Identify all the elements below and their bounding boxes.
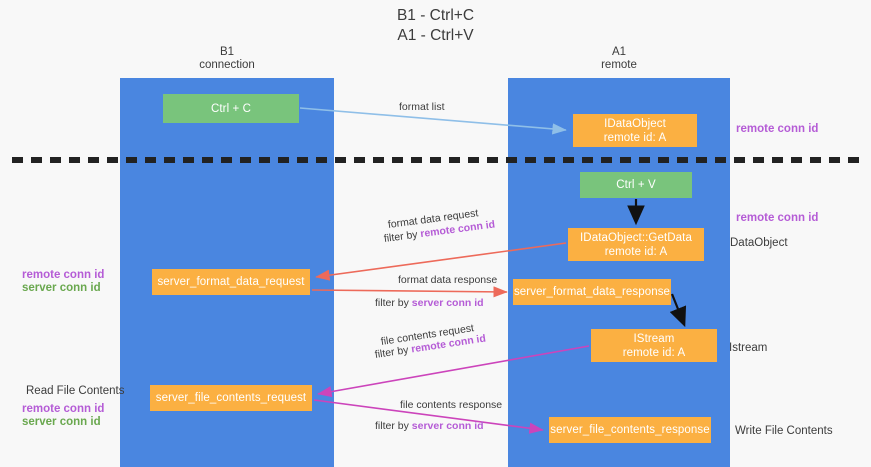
node-ctrl-v[interactable]: Ctrl + V bbox=[580, 172, 692, 198]
annotation-right-write-file-contents: Write File Contents bbox=[735, 425, 833, 437]
annotation-left-remote-conn-id-mid: remote conn id bbox=[22, 269, 105, 281]
edge-label-format-data-response: format data response bbox=[398, 274, 498, 286]
filter-prefix: filter by bbox=[375, 297, 412, 309]
edge-label-format-data-response-filter: filter by server conn id bbox=[375, 297, 484, 310]
annotation-right-istream: Istream bbox=[729, 342, 768, 354]
node-server-file-contents-response[interactable]: server_file_contents_response bbox=[549, 417, 711, 443]
annotation-right-remote-conn-id-mid: remote conn id bbox=[736, 212, 819, 224]
node-server-file-contents-request[interactable]: server_file_contents_request bbox=[150, 385, 312, 411]
annotation-left-read-file-contents: Read File Contents bbox=[26, 385, 125, 397]
node-idataobject-getdata[interactable]: IDataObject::GetData remote id: A bbox=[568, 228, 704, 261]
lane-header-a1: A1 remote bbox=[601, 46, 637, 71]
annotation-left-server-conn-id-bottom: server conn id bbox=[22, 416, 101, 428]
filter-key: server conn id bbox=[411, 297, 484, 309]
filter-prefix: filter by bbox=[375, 420, 412, 432]
diagram-title: B1 - Ctrl+C A1 - Ctrl+V bbox=[396, 7, 475, 44]
phase-separator-dashed-line bbox=[12, 157, 859, 163]
node-istream[interactable]: IStream remote id: A bbox=[591, 329, 717, 362]
annotation-left-server-conn-id-mid: server conn id bbox=[22, 282, 101, 294]
filter-key: server conn id bbox=[411, 420, 484, 432]
edge-label-format-list: format list bbox=[399, 101, 445, 113]
node-ctrl-c[interactable]: Ctrl + C bbox=[163, 94, 299, 123]
filter-prefix: filter by bbox=[374, 343, 413, 361]
edge-label-file-contents-response: file contents response bbox=[400, 399, 503, 411]
node-server-format-data-request[interactable]: server_format_data_request bbox=[152, 269, 310, 295]
edge-label-file-contents-response-filter: filter by server conn id bbox=[375, 420, 484, 433]
annotation-right-dataobject: DataObject bbox=[730, 237, 788, 249]
annotation-right-remote-conn-id-top: remote conn id bbox=[736, 123, 819, 135]
node-idataobject[interactable]: IDataObject remote id: A bbox=[573, 114, 697, 147]
node-server-format-data-response[interactable]: server_format_data_response bbox=[513, 279, 671, 305]
annotation-left-remote-conn-id-bottom: remote conn id bbox=[22, 403, 105, 415]
lane-header-b1: B1 connection bbox=[199, 46, 255, 71]
